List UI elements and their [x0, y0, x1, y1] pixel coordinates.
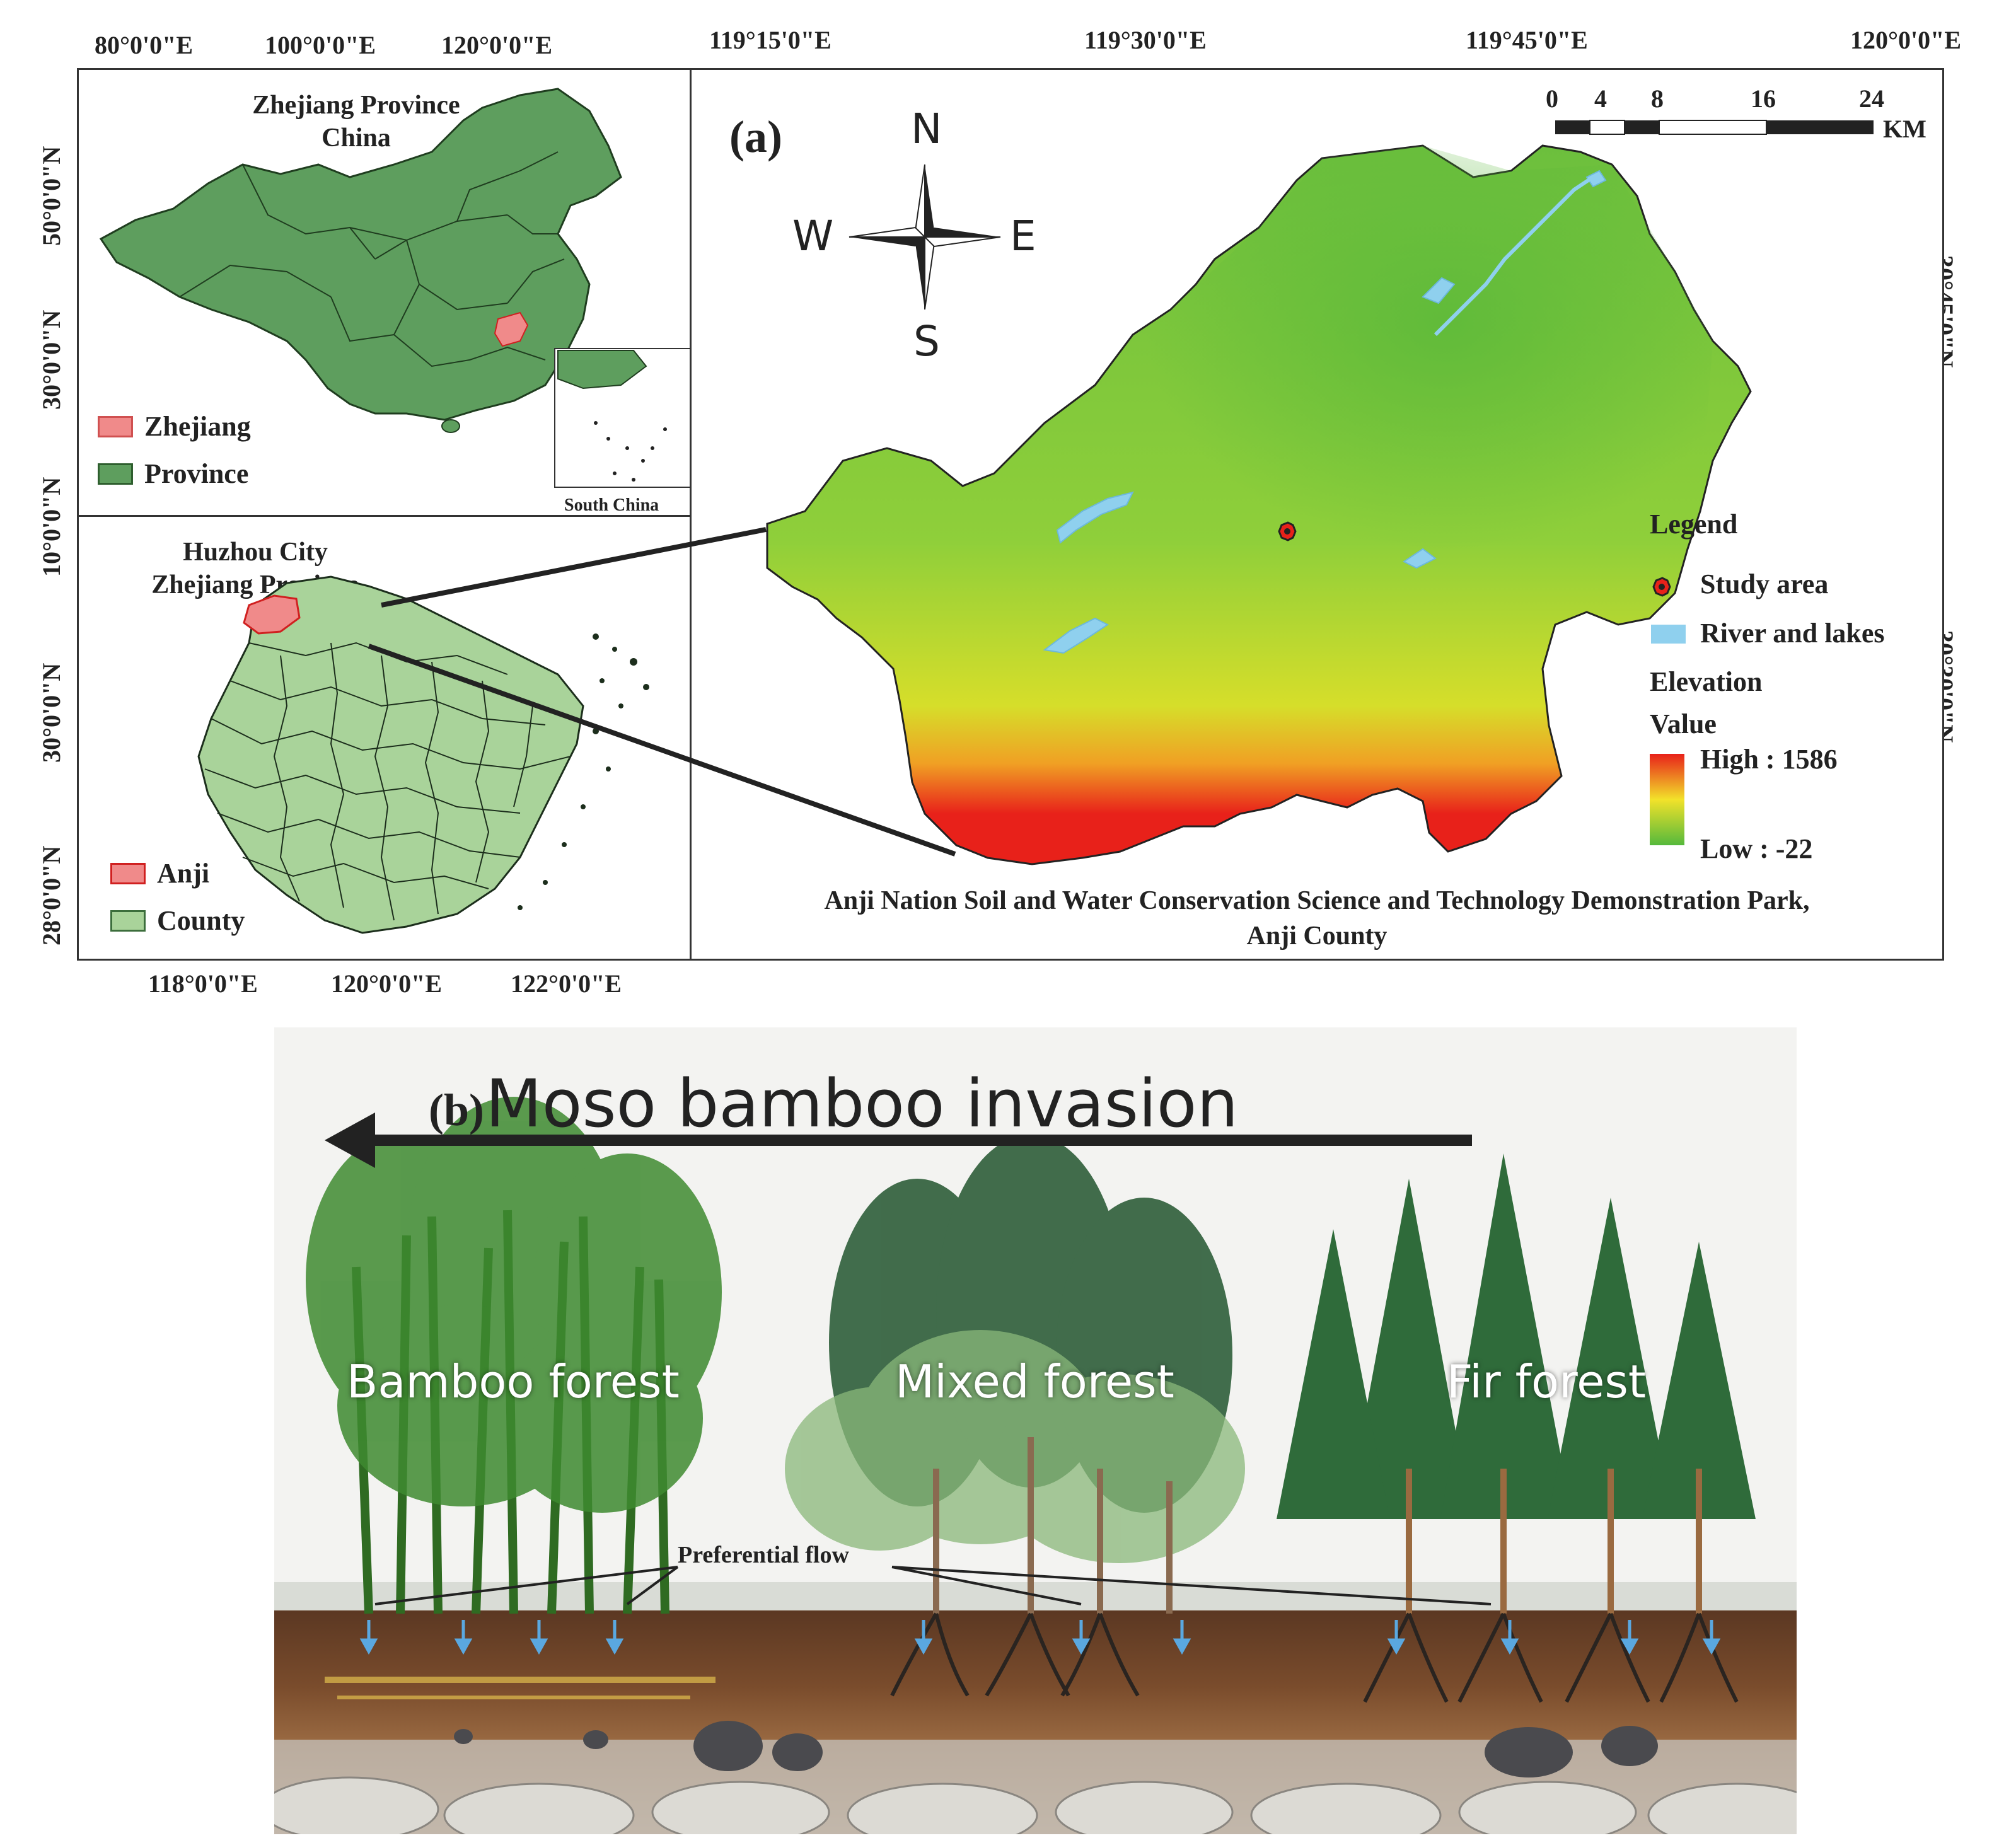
- china-outline: [99, 88, 622, 421]
- caption-line-1: Anji Nation Soil and Water Conservation …: [824, 886, 1810, 915]
- central-lowland: [1045, 146, 1713, 650]
- zhejiang-swatch: [98, 415, 133, 437]
- bamboo-rhizomes: [325, 1677, 715, 1699]
- bedrock-rocks: [274, 1776, 1797, 1834]
- top-axis-label-80e: 80°0'0"E: [95, 31, 193, 59]
- legend-label-rivers: River and lakes: [1700, 618, 1885, 649]
- main-river: [1434, 175, 1594, 337]
- legend-elevation-high: High : 1586: [1700, 744, 1838, 775]
- top-axis-label-119-15e: 119°15'0"E: [709, 26, 831, 54]
- legend-elevation-low: Low : -22: [1700, 833, 1813, 864]
- lake-4: [1585, 170, 1607, 188]
- lake-3: [1422, 277, 1456, 304]
- compass-s-label: S: [913, 317, 940, 366]
- top-axis-label-120e-right: 120°0'0"E: [1850, 26, 1961, 54]
- scale-tick-24: 24: [1859, 84, 1884, 113]
- china-panel-title: Zhejiang Province China: [230, 89, 482, 154]
- scale-tick-4: 4: [1594, 84, 1607, 113]
- fir-canopy: [1277, 1153, 1756, 1519]
- compass-w-label: W: [792, 212, 834, 260]
- legend-elevation-title: Elevation: [1650, 666, 1763, 697]
- top-axis-label-120e: 120°0'0"E: [441, 31, 552, 59]
- elevation-color-ramp: [1650, 754, 1684, 845]
- china-map-panel: Zhejiang Province China: [77, 68, 692, 535]
- preferential-flow-label: Preferential flow: [678, 1542, 849, 1568]
- legend-label-county: County: [157, 905, 245, 936]
- legend-river-swatch: [1651, 625, 1686, 644]
- china-title-line2: China: [322, 124, 391, 153]
- legend-item-county: County: [110, 905, 245, 937]
- legend-item-province: Province: [98, 458, 248, 490]
- scale-bar: [1555, 120, 1874, 135]
- rivers-and-lakes: [1043, 170, 1607, 654]
- panel-a-label: (a): [729, 112, 782, 162]
- zhejiang-outline: [197, 575, 584, 934]
- coastal-islands: [518, 633, 649, 910]
- china-title-line1: Zhejiang Province: [252, 91, 460, 120]
- lake-2: [1043, 617, 1109, 654]
- scale-tick-16: 16: [1751, 84, 1776, 113]
- panel-b-label: (b): [429, 1085, 484, 1135]
- huzhou-title-line1: Huzhou City: [183, 538, 328, 567]
- top-axis-label-119-45e: 119°45'0"E: [1466, 26, 1588, 54]
- legend-label-study-area: Study area: [1700, 569, 1829, 599]
- invasion-arrow: [325, 1113, 1472, 1168]
- anji-highlight: [243, 594, 301, 635]
- caption-line-2: Anji County: [1246, 922, 1387, 951]
- legend-value-title: Value: [1650, 708, 1717, 739]
- mixed-forest-trunks: [933, 1437, 1173, 1614]
- flow-leader-lines: [374, 1566, 1492, 1605]
- mixed-forest-bamboo: [785, 1330, 1245, 1563]
- bamboo-forest-label: Bamboo forest: [347, 1355, 680, 1408]
- scale-tick-8: 8: [1651, 84, 1664, 113]
- scale-tick-0: 0: [1546, 84, 1558, 113]
- scale-unit: KM: [1883, 115, 1926, 143]
- mixed-forest-roots: [890, 1612, 1140, 1697]
- bottom-axis-label-122e: 122°0'0"E: [511, 969, 622, 998]
- forest-scene: [274, 1097, 1797, 1834]
- invasion-heading: Moso bamboo invasion: [485, 1065, 1239, 1142]
- fir-trunks: [1406, 1469, 1702, 1614]
- zhejiang-highlight: [494, 311, 529, 347]
- county-boundaries: [204, 642, 571, 921]
- compass-e-label: E: [1010, 212, 1036, 260]
- top-axis-label-119-30e: 119°30'0"E: [1084, 26, 1207, 54]
- lake-5: [1403, 548, 1437, 569]
- bottom-axis-label-120e: 120°0'0"E: [331, 969, 442, 998]
- county-swatch: [110, 910, 146, 932]
- mixed-forest-label: Mixed forest: [895, 1355, 1174, 1408]
- top-axis-label-100e: 100°0'0"E: [265, 31, 376, 59]
- huzhou-map-panel: Huzhou City Zhejiang Province: [77, 515, 692, 961]
- north-arrow: [849, 164, 1001, 310]
- map-caption: Anji Nation Soil and Water Conservation …: [692, 883, 1942, 954]
- legend-label-province: Province: [144, 458, 249, 489]
- legend-title: Legend: [1650, 509, 1738, 540]
- preferential-flow-arrows: [359, 1620, 1721, 1655]
- invasion-illustration: Moso bamboo invasion (b) Bamboo forest M…: [274, 1027, 1797, 1834]
- bottom-axis-label-118e: 118°0'0"E: [148, 969, 258, 998]
- inset-islands: [594, 421, 667, 482]
- study-area-marker: [1278, 521, 1297, 541]
- anji-elevation-map: [766, 120, 1874, 865]
- hainan-island: [441, 419, 460, 433]
- china-map: [99, 88, 690, 488]
- compass-n-label: N: [911, 105, 942, 153]
- legend-label-zhejiang: Zhejiang: [144, 411, 251, 442]
- fir-forest-label: Fir forest: [1447, 1355, 1647, 1408]
- legend-item-zhejiang: Zhejiang: [98, 410, 251, 442]
- zhejiang-county-map: [197, 575, 649, 934]
- bamboo-foliage: [306, 1097, 722, 1513]
- connector-lines: [368, 527, 956, 857]
- fir-roots: [1363, 1612, 1739, 1703]
- legend-item-anji: Anji: [110, 857, 209, 889]
- legend-study-area-symbol: [1652, 577, 1671, 597]
- province-boundaries: [179, 151, 565, 367]
- inset-mainland: [557, 350, 647, 390]
- lake-1: [1056, 491, 1134, 544]
- legend-label-anji: Anji: [157, 858, 210, 889]
- province-swatch: [98, 463, 133, 485]
- anji-elevation-panel: (a) N S E W 0 4 8 16 24 KM Legend Study …: [690, 68, 1944, 961]
- anji-swatch: [110, 862, 146, 884]
- stones: [454, 1721, 1658, 1777]
